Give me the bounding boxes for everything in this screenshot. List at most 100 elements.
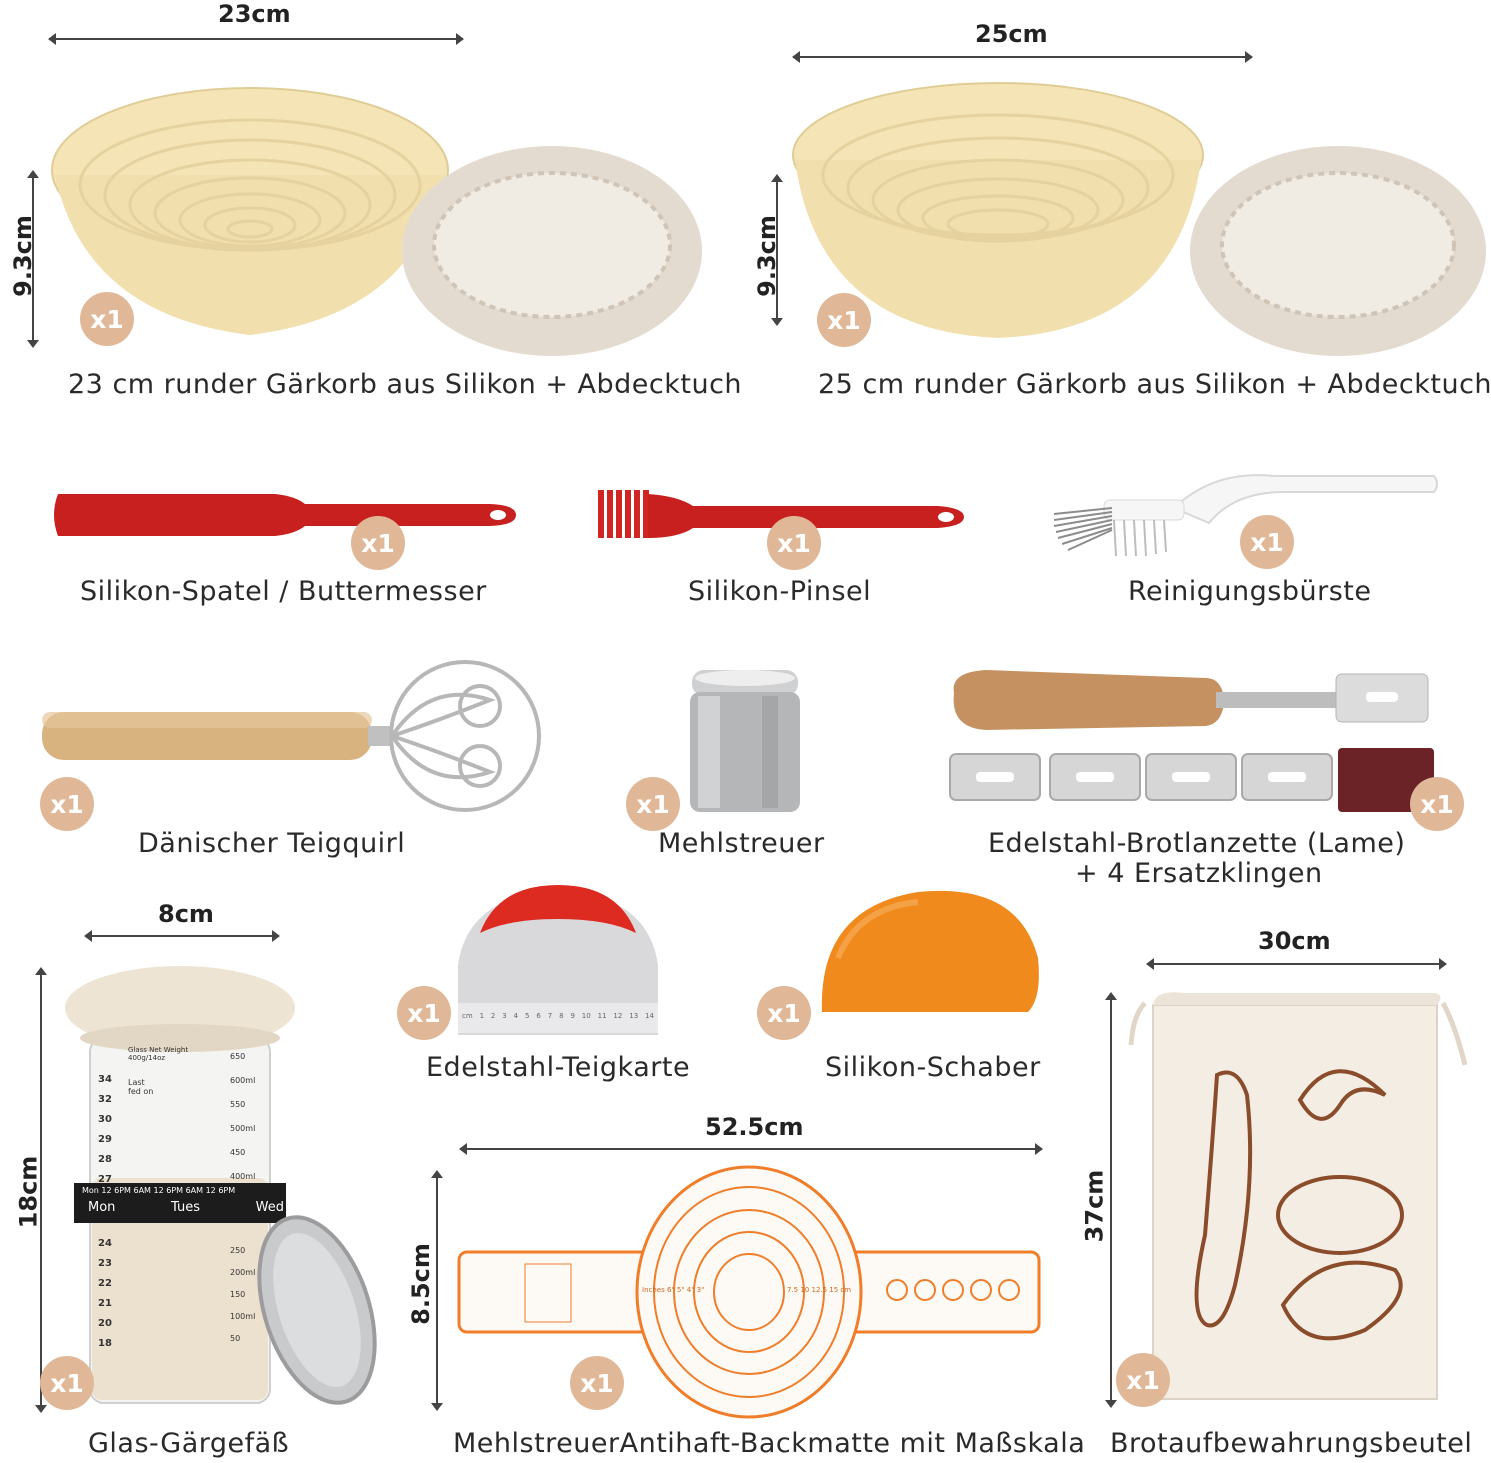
- round-basket-width-label: 23cm: [218, 0, 291, 28]
- oval-basket-quantity-badge: x1: [817, 293, 871, 347]
- jar-label: Glas-Gärgefäß: [88, 1428, 290, 1459]
- spatula-label: Silikon-Spatel / Buttermesser: [80, 576, 487, 607]
- lame-blades-label: + 4 Ersatzklingen: [1075, 858, 1323, 889]
- shaker-label: Mehlstreuer: [658, 828, 825, 859]
- cleaning-brush: [1053, 474, 1438, 557]
- oval-basket-height-label: 9.3cm: [752, 215, 781, 297]
- lame-quantity-badge: x1: [1410, 777, 1464, 831]
- jar-volume-100: 100ml: [230, 1312, 256, 1321]
- danish-dough-whisk: [42, 660, 541, 812]
- dough-card-ruler: cm 1 2 3 4 5 6 7 8 9 10 11 12 13 14: [462, 1012, 654, 1020]
- silicone-spatula: [54, 494, 516, 536]
- jar-temp-29: 29: [98, 1134, 112, 1145]
- oval-proofing-basket: [792, 82, 1204, 338]
- pastry-brush-quantity-badge: x1: [767, 516, 821, 570]
- bag-quantity-badge: x1: [1116, 1353, 1170, 1407]
- round-basket-cloth-cover: [402, 146, 702, 356]
- round-basket-height-arrow: [27, 170, 39, 348]
- spatula-quantity-badge: x1: [351, 516, 405, 570]
- stainless-dough-card: [458, 885, 658, 1035]
- jar-temp-20: 20: [98, 1318, 112, 1329]
- ruler-12: 12: [613, 1012, 623, 1020]
- bag-height-label: 37cm: [1080, 1169, 1109, 1243]
- jar-volume-600: 600ml: [230, 1076, 256, 1085]
- round-basket-label: 23 cm runder Gärkorb aus Silikon + Abdec…: [68, 369, 743, 400]
- jar-temp-34: 34: [98, 1074, 112, 1085]
- dough-card-label: Edelstahl-Teigkarte: [426, 1052, 691, 1083]
- glass-fermentation-jar: [65, 966, 295, 1404]
- jar-height-label: 18cm: [14, 1155, 43, 1229]
- silicone-scraper: [821, 890, 1039, 1012]
- dough-card-quantity-badge: x1: [397, 986, 451, 1040]
- jar-day-wed: Wed: [255, 1200, 284, 1215]
- jar-temperature-scale: 34 32 30 29 28 27 24 23 22 21 20 18: [98, 1074, 120, 1358]
- ruler-4: 4: [513, 1012, 519, 1020]
- jar-last-fed: Last fed on: [128, 1078, 154, 1096]
- round-basket-width-arrow: [48, 33, 464, 45]
- jar-volume-150: 150: [230, 1290, 246, 1299]
- jar-temp-22: 22: [98, 1278, 112, 1289]
- mat-quantity-badge: x1: [570, 1356, 624, 1410]
- ruler-3: 3: [502, 1012, 507, 1020]
- ruler-9: 9: [570, 1012, 575, 1020]
- jar-height-arrow: [35, 967, 47, 1413]
- jar-quantity-badge: x1: [40, 1356, 94, 1410]
- ruler-2: 2: [490, 1012, 496, 1020]
- jar-date-band-days: Mon Tues Wed: [82, 1200, 290, 1215]
- ruler-11: 11: [597, 1012, 607, 1020]
- jar-temp-30: 30: [98, 1114, 112, 1125]
- jar-temp-23: 23: [98, 1258, 112, 1269]
- bag-height-arrow: [1105, 992, 1117, 1408]
- oval-basket-width-label: 25cm: [975, 20, 1048, 48]
- oval-basket-label: 25 cm runder Gärkorb aus Silikon + Abdec…: [818, 369, 1491, 400]
- mat-width-label: 52.5cm: [705, 1113, 804, 1141]
- ruler-unit: cm: [462, 1012, 473, 1020]
- lame-label: Edelstahl-Brotlanzette (Lame): [988, 828, 1406, 859]
- silicone-pastry-brush: [598, 490, 964, 538]
- replacement-blades: [949, 748, 1434, 812]
- mat-cm-scale: 7.5 10 12.5 15 cm: [787, 1286, 852, 1294]
- ruler-7: 7: [547, 1012, 553, 1020]
- ruler-10: 10: [581, 1012, 591, 1020]
- jar-volume-650: 650: [230, 1052, 246, 1061]
- mat-height-label: 8.5cm: [406, 1243, 435, 1325]
- jar-date-band-times: Mon 12 6PM 6AM 12 6PM 6AM 12 6PM: [82, 1186, 236, 1195]
- ruler-5: 5: [525, 1012, 530, 1020]
- jar-temp-32: 32: [98, 1094, 112, 1105]
- ruler-14: 14: [645, 1012, 654, 1020]
- jar-day-tues: Tues: [171, 1200, 201, 1215]
- mat-height-arrow: [431, 1170, 443, 1411]
- round-proofing-basket: [51, 87, 449, 335]
- oval-basket-height-arrow: [771, 174, 783, 326]
- jar-metal-lid: [257, 1215, 377, 1405]
- flour-shaker: [690, 670, 800, 812]
- cleaning-brush-quantity-badge: x1: [1240, 515, 1294, 569]
- jar-temp-27: 27: [98, 1174, 112, 1185]
- ruler-8: 8: [559, 1012, 564, 1020]
- scraper-label: Silikon-Schaber: [825, 1052, 1041, 1083]
- jar-volume-400: 400ml: [230, 1172, 256, 1181]
- jar-day-mon: Mon: [88, 1200, 116, 1215]
- cleaning-brush-label: Reinigungsbürste: [1128, 576, 1372, 607]
- round-basket-quantity-badge: x1: [80, 292, 134, 346]
- round-basket-height-label: 9.3cm: [8, 215, 37, 297]
- jar-volume-scale: 650 600ml 550 500ml 450 400ml 250 200ml …: [230, 1052, 270, 1356]
- jar-width-label: 8cm: [158, 900, 214, 928]
- bread-lame: [953, 670, 1429, 730]
- scraper-quantity-badge: x1: [757, 986, 811, 1040]
- jar-temp-18: 18: [98, 1338, 112, 1349]
- bag-width-label: 30cm: [1258, 927, 1331, 955]
- jar-temp-24: 24: [98, 1238, 112, 1249]
- ruler-13: 13: [629, 1012, 639, 1020]
- mat-label: MehlstreuerAntihaft-Backmatte mit Maßska…: [453, 1428, 1086, 1459]
- bag-width-arrow: [1146, 958, 1447, 970]
- jar-width-arrow: [84, 930, 280, 942]
- oval-basket-cloth-cover: [1190, 146, 1486, 356]
- whisk-label: Dänischer Teigquirl: [138, 828, 406, 859]
- shaker-quantity-badge: x1: [626, 777, 680, 831]
- whisk-quantity-badge: x1: [40, 777, 94, 831]
- jar-volume-50: 50: [230, 1334, 241, 1343]
- jar-temp-21: 21: [98, 1298, 112, 1309]
- jar-volume-450: 450: [230, 1148, 246, 1157]
- jar-volume-200: 200ml: [230, 1268, 256, 1277]
